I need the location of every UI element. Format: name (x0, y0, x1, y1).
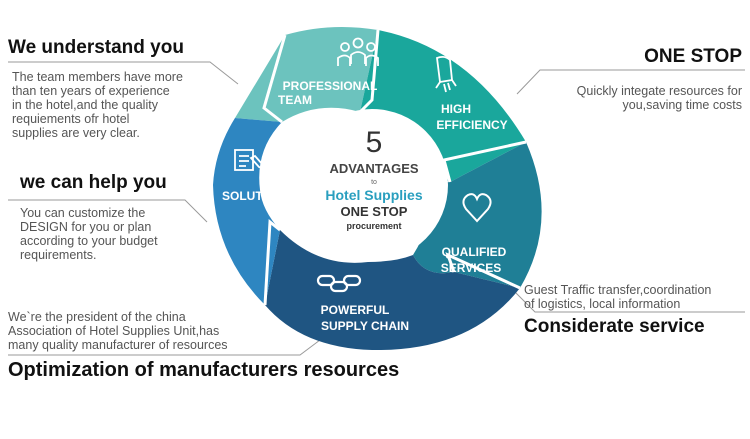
help-line: according to your budget (20, 234, 158, 248)
considerate-line: of logistics, local information (524, 297, 681, 311)
leader-line-help (8, 199, 208, 223)
chain-link-icon (316, 274, 362, 293)
heading-one-stop: ONE STOP (644, 46, 742, 67)
onestop-line: you,saving time costs (622, 98, 743, 112)
leader-line-considerate (514, 291, 745, 313)
heading-we-understand-you: We understand you (8, 37, 184, 58)
leader-line-optimization (8, 339, 321, 356)
segment-high-efficiency (360, 30, 526, 182)
segment-label-powerful: POWERFUL (321, 303, 390, 317)
segment-label-efficiency: EFFICIENCY (436, 118, 507, 132)
heading-optimization: Optimization of manufacturers resources (8, 359, 400, 381)
help-line: You can customize the (20, 206, 146, 220)
center-onestop: ONE STOP (341, 204, 408, 219)
leader-line-onestop (516, 69, 745, 95)
text-considerate-service: Guest Traffic transfer,coordination of l… (524, 283, 746, 311)
segment-solution (213, 118, 282, 305)
segment-label-qualified: QUALIFIED (442, 245, 507, 259)
center-title: ADVANTAGES (329, 161, 418, 176)
optimization-line: Association of Hotel Supplies Unit,has (8, 324, 220, 338)
understand-line: than ten years of experience (12, 84, 170, 98)
leader-line-understand (8, 61, 239, 85)
understand-line: in the hotel,and the quality (12, 98, 158, 112)
segment-qualified-services (413, 142, 542, 288)
segment-label-services: SERVICES (441, 261, 501, 275)
heart-icon (462, 193, 492, 223)
segment-powerful-supply-chain (265, 230, 520, 351)
segment-label-high: HIGH (441, 102, 471, 116)
optimization-line: many quality manufacturer of resources (8, 338, 228, 352)
center-small: to (371, 179, 377, 186)
help-line: DESIGN for you or plan (20, 220, 152, 234)
help-line: requirements. (20, 248, 97, 262)
segment-label-professional: PROFESSIONAL (283, 79, 378, 93)
segment-label-solution: SOLUTION (222, 189, 284, 203)
onestop-line: Quickly integate resources for (576, 84, 742, 98)
considerate-line: Guest Traffic transfer,coordination (524, 283, 712, 297)
center-procurement: procurement (346, 221, 401, 231)
center-product: Hotel Supplies (325, 187, 422, 203)
document-pen-icon (234, 149, 265, 171)
optimization-line: We`re the president of the china (8, 310, 186, 324)
team-icon (337, 37, 379, 66)
center-circle (296, 109, 448, 261)
understand-line: requiements ofr hotel (12, 112, 130, 126)
text-we-can-help-you: You can customize the DESIGN for you or … (20, 206, 220, 262)
heading-considerate-service: Considerate service (524, 316, 705, 337)
text-we-understand-you: The team members have more than ten year… (12, 70, 242, 140)
understand-line: supplies are very clear. (12, 126, 140, 140)
text-one-stop: Quickly integate resources for you,savin… (522, 84, 742, 112)
segment-label-supply-chain: SUPPLY CHAIN (321, 319, 409, 333)
center-number: 5 (366, 126, 383, 159)
heading-we-can-help-you: we can help you (20, 172, 167, 193)
understand-line: The team members have more (12, 70, 183, 84)
rocket-icon (435, 55, 457, 93)
text-optimization: We`re the president of the china Associa… (8, 310, 308, 352)
segment-professional-team (235, 26, 378, 123)
segment-label-team: TEAM (278, 93, 312, 107)
